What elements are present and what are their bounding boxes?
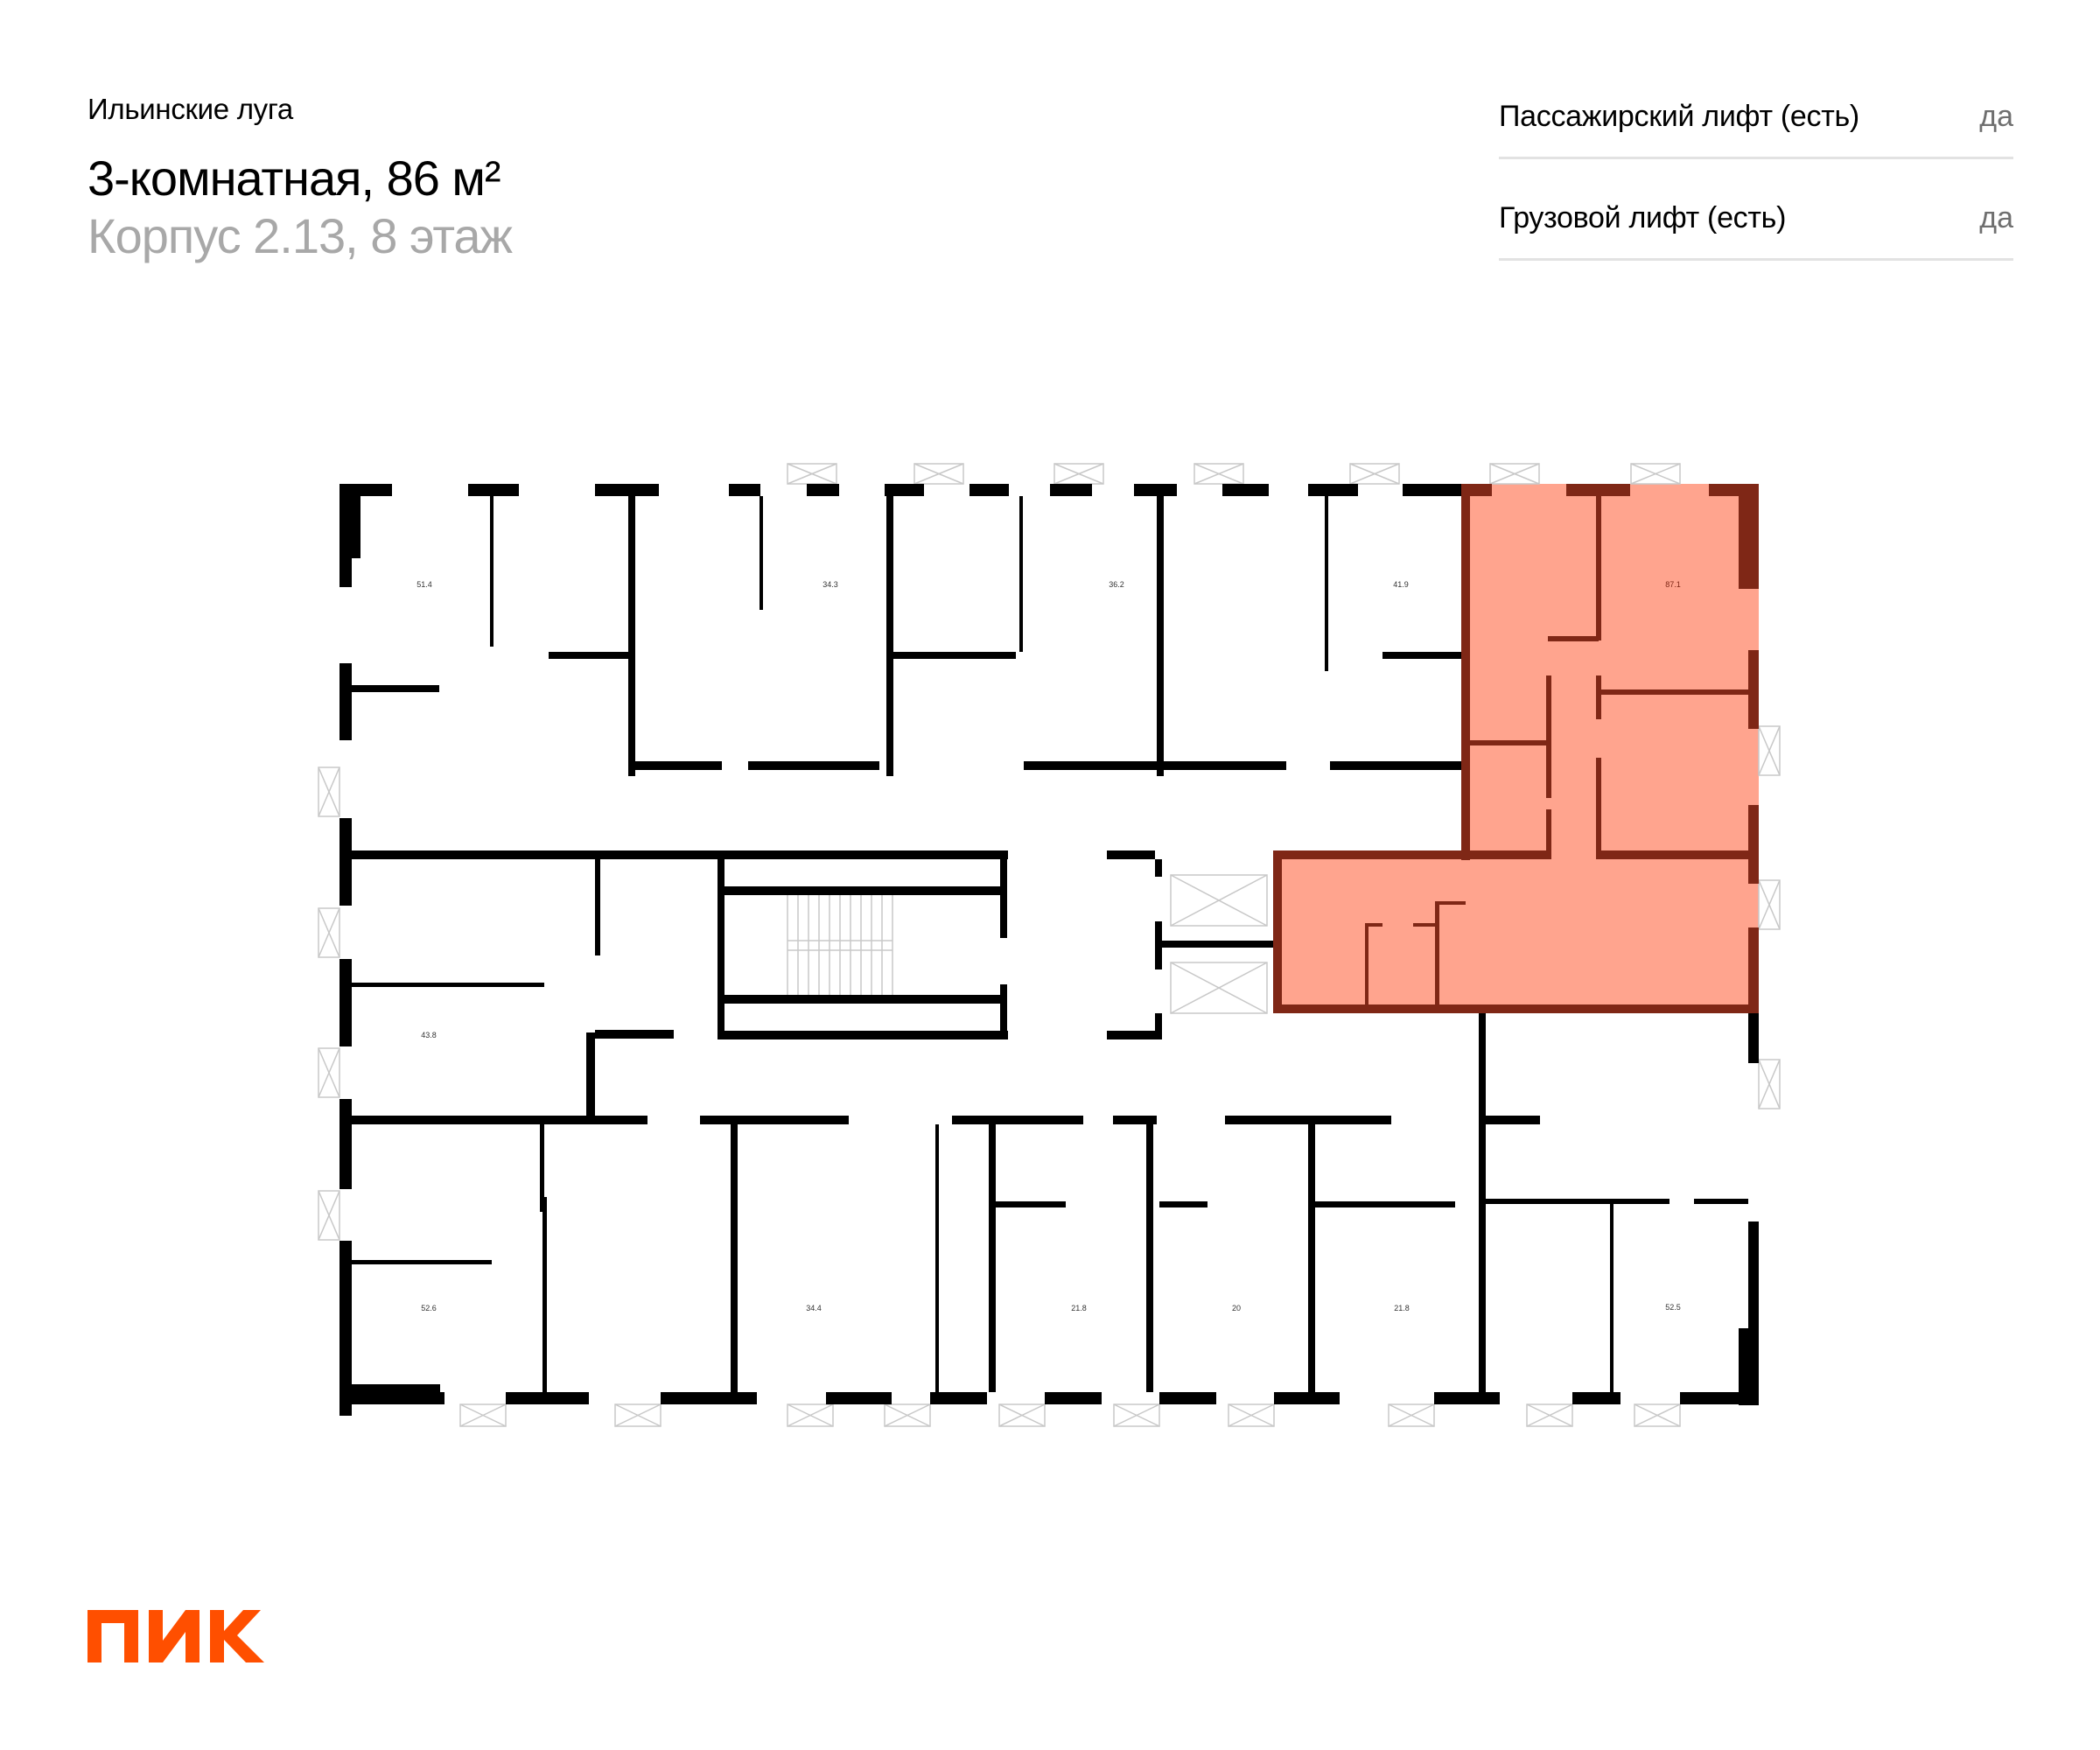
- feature-passenger-lift: Пассажирский лифт (есть) да: [1499, 77, 2013, 159]
- area-label: 41.9: [1393, 580, 1409, 589]
- area-label: 21.8: [1394, 1304, 1410, 1312]
- area-label: 21.8: [1071, 1304, 1087, 1312]
- area-labels: 51.4 34.3 36.2 41.9 87.1 43.8 52.6 34.4 …: [416, 580, 1681, 1312]
- features-list: Пассажирский лифт (есть) да Грузовой лиф…: [1499, 77, 2013, 261]
- highlighted-walls: [1273, 484, 1759, 1013]
- area-label: 52.5: [1665, 1303, 1681, 1312]
- feature-label: Пассажирский лифт (есть): [1499, 100, 1859, 133]
- building-floor-subtitle: Корпус 2.13, 8 этаж: [88, 208, 513, 263]
- area-label: 34.4: [806, 1304, 822, 1312]
- area-label: 51.4: [416, 580, 432, 589]
- feature-label: Грузовой лифт (есть): [1499, 201, 1787, 234]
- complex-name: Ильинские луга: [88, 93, 293, 125]
- feature-value: да: [1979, 201, 2013, 234]
- area-label: 20: [1232, 1304, 1241, 1312]
- pik-logo: [88, 1610, 264, 1662]
- area-label: 52.6: [421, 1304, 437, 1312]
- apartment-title: 3-комнатная, 86 м²: [88, 150, 501, 206]
- area-label-highlighted: 87.1: [1665, 580, 1681, 589]
- feature-freight-lift: Грузовой лифт (есть) да: [1499, 159, 2013, 261]
- area-label: 34.3: [822, 580, 838, 589]
- area-label: 43.8: [421, 1031, 437, 1040]
- area-label: 36.2: [1109, 580, 1124, 589]
- feature-value: да: [1979, 100, 2013, 133]
- walls: [340, 484, 1759, 1416]
- highlighted-apartment[interactable]: [1273, 484, 1759, 1013]
